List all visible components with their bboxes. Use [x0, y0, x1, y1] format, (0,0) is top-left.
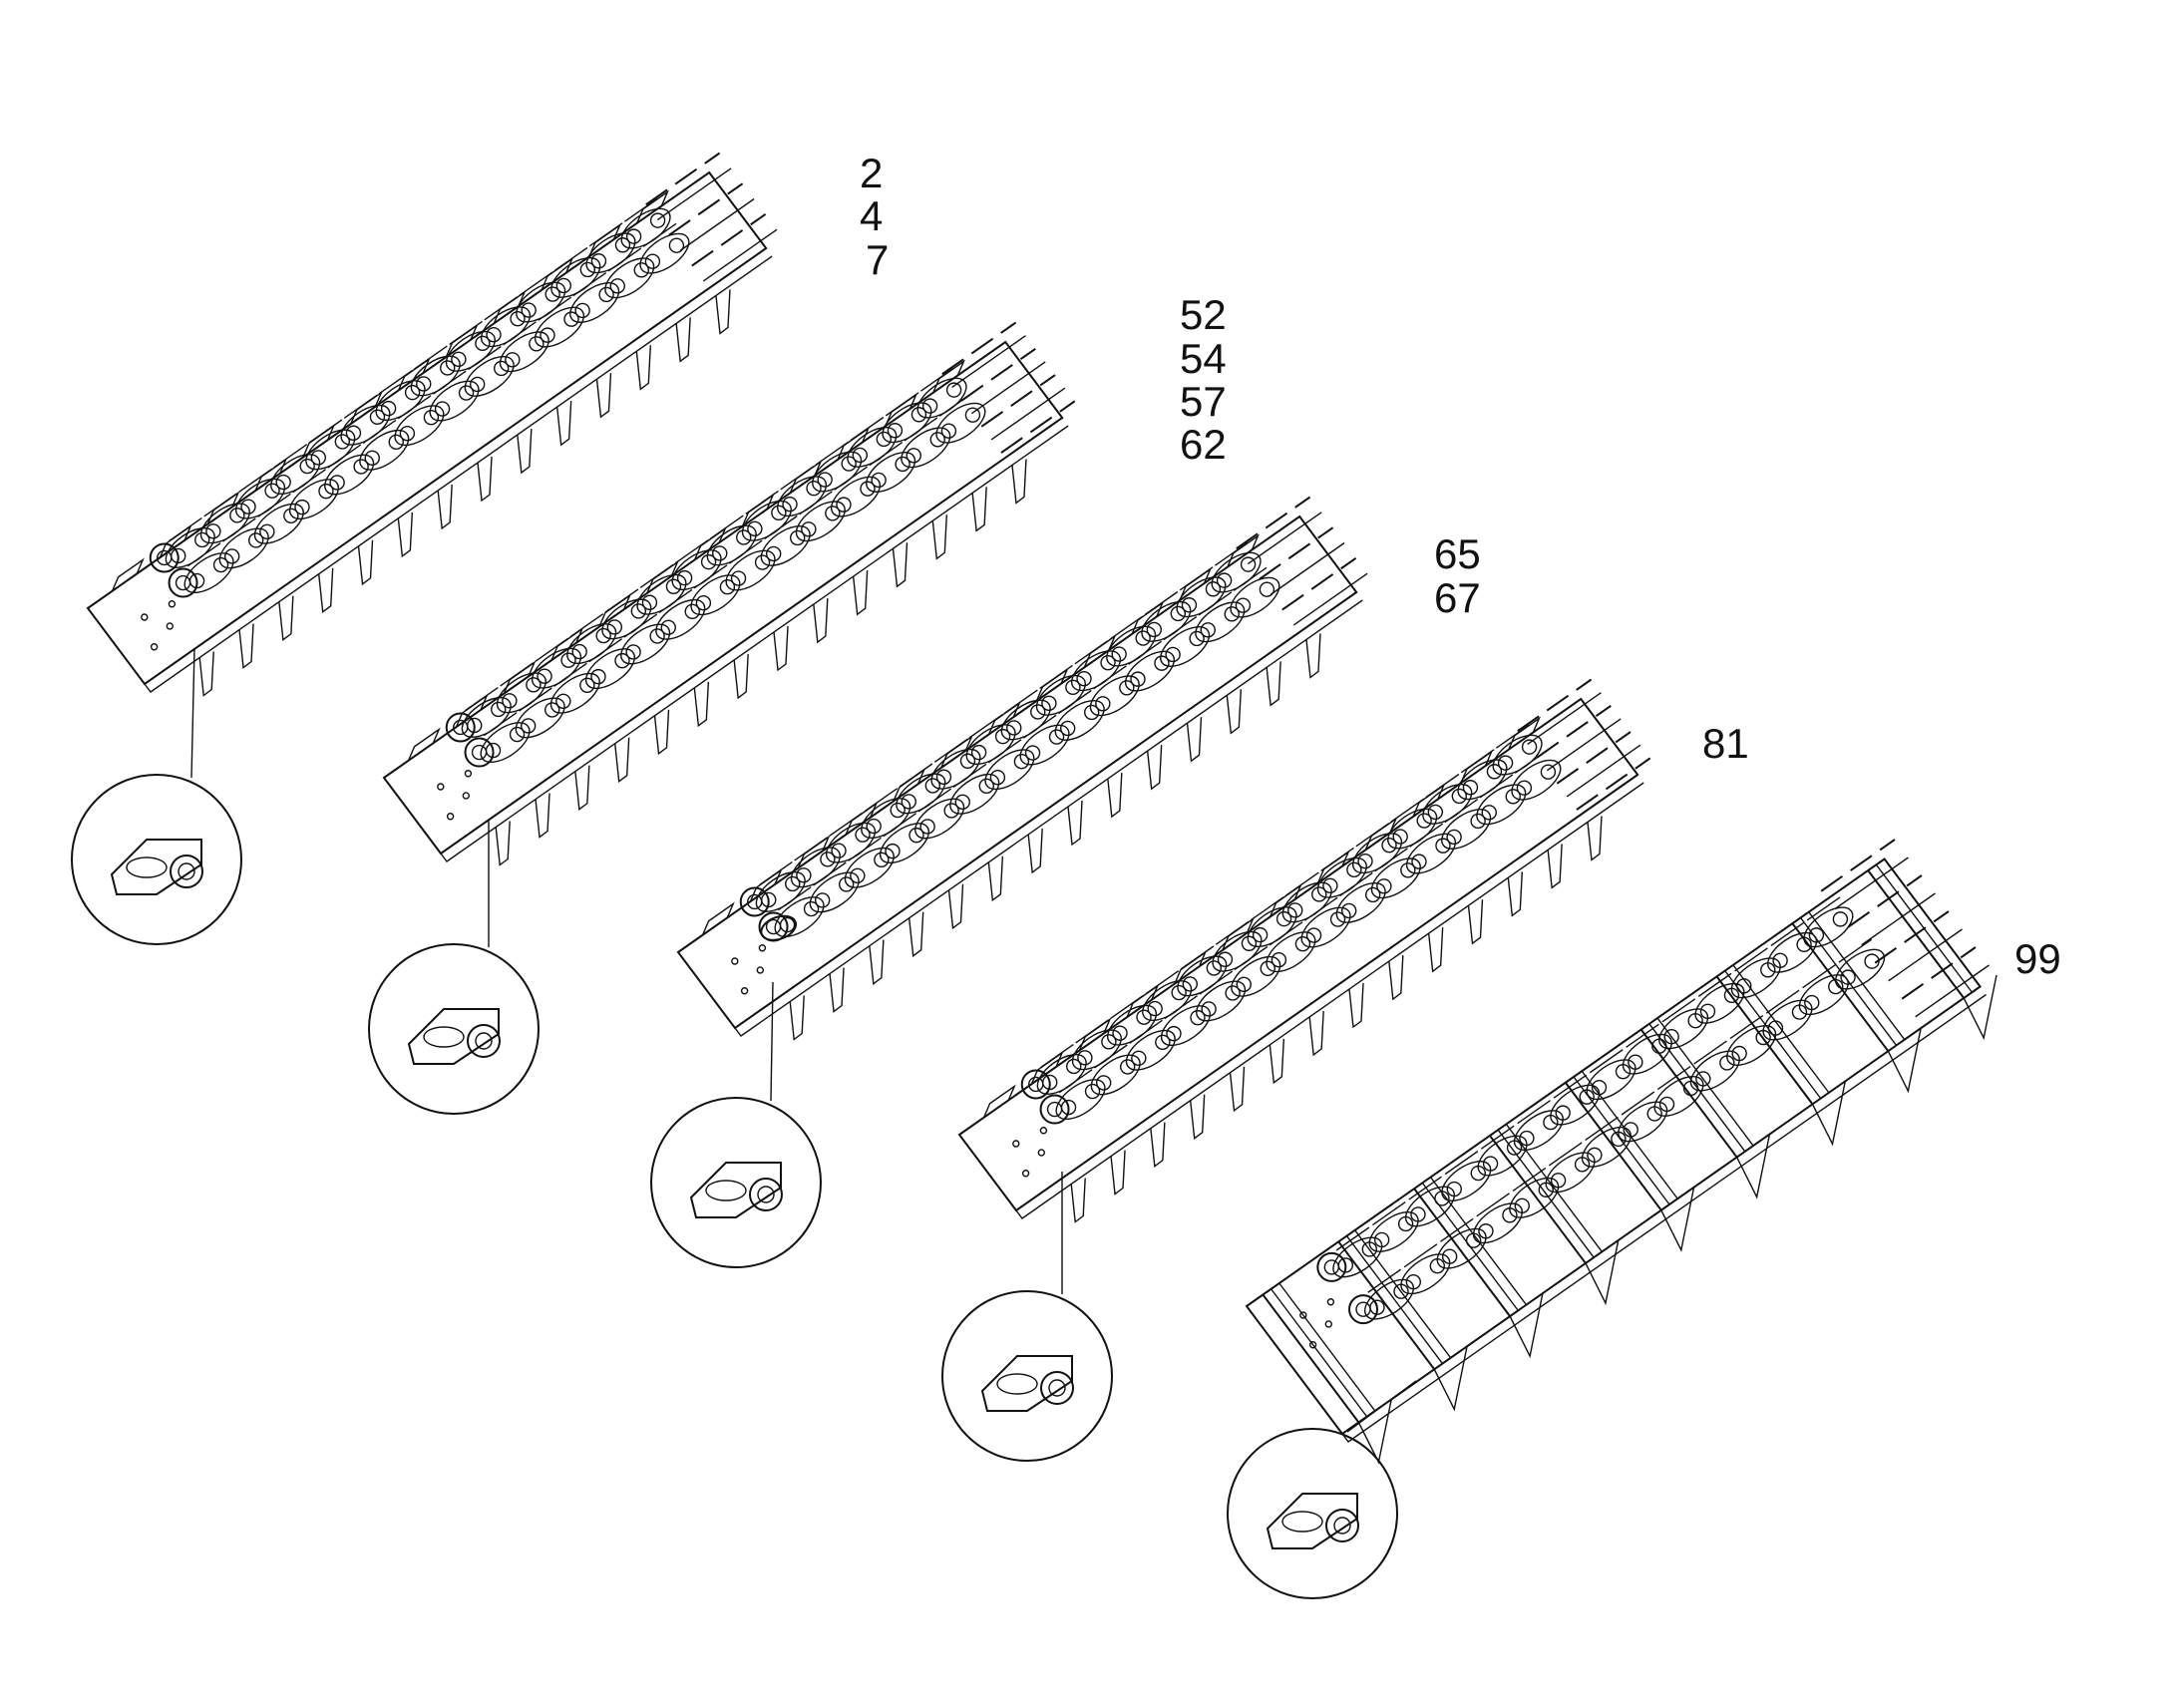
callout-7: 7 [866, 236, 889, 283]
callout-2: 2 [860, 150, 883, 196]
callout-57: 57 [1180, 378, 1227, 425]
callout-54: 54 [1180, 335, 1227, 382]
assembly-3 [650, 496, 1368, 1268]
callout-4: 4 [860, 192, 883, 239]
assembly-4 [941, 678, 1651, 1462]
callout-81: 81 [1702, 720, 1749, 767]
callout-62: 62 [1180, 421, 1227, 468]
assembly-2 [368, 321, 1076, 1115]
assembly-1-detail [71, 774, 242, 945]
assembly-4-detail [941, 1290, 1113, 1462]
assembly-2-detail [368, 943, 540, 1115]
assembly-3-detail [650, 1097, 822, 1268]
assembly-1 [71, 152, 778, 945]
callout-65: 65 [1434, 530, 1481, 577]
callout-67: 67 [1434, 574, 1481, 621]
assembly-5 [1227, 839, 1998, 1599]
assembly-5-detail [1227, 1428, 1398, 1599]
callout-52: 52 [1180, 291, 1227, 338]
callout-99: 99 [2014, 935, 2061, 982]
